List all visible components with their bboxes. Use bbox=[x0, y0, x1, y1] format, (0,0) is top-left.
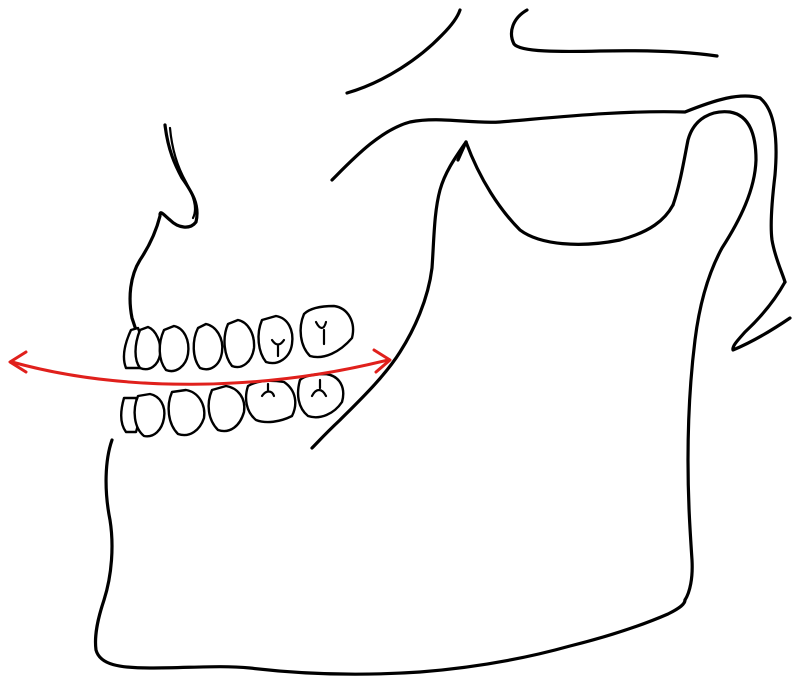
upper-tooth bbox=[136, 327, 161, 369]
orbital-rim-line bbox=[512, 10, 717, 56]
mandible-ramus-outline bbox=[760, 98, 785, 282]
nasal-bone-inner bbox=[170, 128, 195, 218]
styloid-process bbox=[733, 282, 790, 350]
zygomatic-arch-line bbox=[347, 10, 460, 93]
sigmoid-notch bbox=[466, 142, 673, 244]
lower-tooth bbox=[135, 394, 165, 436]
maxilla-outline bbox=[130, 216, 160, 330]
upper-tooth bbox=[259, 316, 293, 363]
nasal-bone-outline bbox=[160, 125, 197, 227]
condyle-outline bbox=[673, 112, 756, 600]
lower-tooth bbox=[246, 381, 295, 422]
upper-tooth bbox=[301, 306, 353, 357]
upper-teeth-row bbox=[124, 306, 353, 371]
mandible-body-outline bbox=[95, 440, 685, 674]
temporal-contour bbox=[332, 96, 760, 180]
upper-tooth bbox=[160, 326, 189, 371]
lower-tooth bbox=[169, 390, 205, 435]
upper-tooth bbox=[225, 320, 255, 367]
lower-tooth bbox=[209, 386, 245, 431]
arrowhead-left-icon bbox=[10, 352, 26, 372]
upper-tooth bbox=[194, 324, 223, 369]
